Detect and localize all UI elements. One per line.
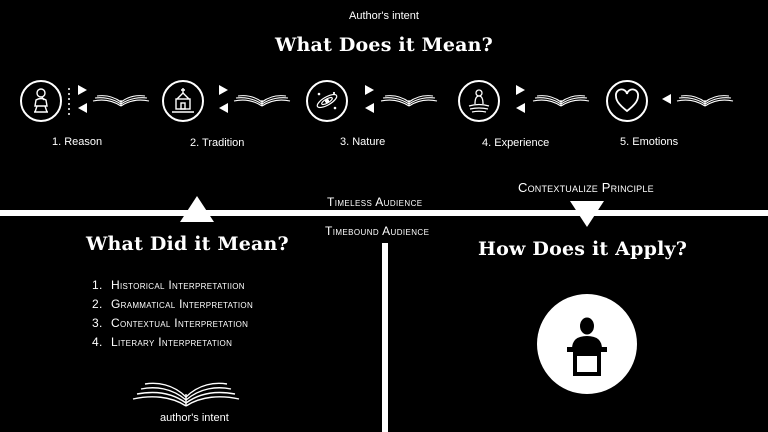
step-emotions [606, 80, 648, 122]
list-item: 1.Historical Interpretatiion [92, 278, 245, 292]
heart-icon [606, 80, 648, 122]
person-reflection-icon [458, 80, 500, 122]
arrow-left-icon [365, 103, 374, 113]
header-subtitle: Author's intent [349, 10, 419, 22]
step-label-experience: 4. Experience [482, 137, 550, 149]
list-item: 2.Grammatical Interpretation [92, 297, 254, 311]
interpretation-list: 1.Historical Interpretatiion 2.Grammatic… [92, 276, 253, 352]
step-experience [458, 80, 500, 122]
step-label-nature: 3. Nature [340, 136, 386, 148]
galaxy-icon [306, 80, 348, 122]
arrow-up-icon [180, 196, 214, 222]
arrow-right-icon [78, 85, 87, 95]
step-tradition [162, 80, 204, 122]
left-title: What Did it Mean? [86, 233, 289, 255]
thinker-icon [20, 80, 62, 122]
arrow-left-icon [662, 94, 671, 104]
list-item: 3.Contextual Interpretation [92, 316, 249, 330]
open-book-icon [676, 92, 734, 113]
timebound-label: Timebound Audience [325, 224, 430, 238]
open-book-icon [532, 92, 590, 113]
open-book-icon [92, 92, 150, 113]
arrow-left-icon [219, 103, 228, 113]
step-reason [20, 80, 70, 122]
contextualize-label: Contextualize Principle [518, 180, 654, 195]
preacher-podium-icon [537, 294, 637, 394]
arrow-left-icon [516, 103, 525, 113]
vertical-divider [382, 243, 388, 432]
timeless-label: Timeless Audience [327, 195, 423, 209]
arrow-down-icon [570, 201, 604, 227]
step-nature [306, 80, 348, 122]
author-intent-caption: author's intent [160, 412, 229, 424]
arrow-left-icon [78, 103, 87, 113]
steps-row: 1. Reason 2. Tradition [0, 80, 768, 160]
church-icon [162, 80, 204, 122]
step-label-emotions: 5. Emotions [620, 136, 679, 148]
arrow-right-icon [219, 85, 228, 95]
list-item: 4.Literary Interpretation [92, 335, 233, 349]
arrow-right-icon [516, 85, 525, 95]
open-book-icon [380, 92, 438, 113]
page-title: What Does it Mean? [275, 34, 493, 56]
large-open-book-icon [131, 376, 241, 413]
dots-decoration [68, 88, 72, 118]
right-title: How Does it Apply? [478, 238, 688, 260]
step-label-reason: 1. Reason [52, 136, 103, 148]
step-label-tradition: 2. Tradition [190, 137, 245, 149]
open-book-icon [233, 92, 291, 113]
arrow-right-icon [365, 85, 374, 95]
divider-line [0, 210, 768, 216]
